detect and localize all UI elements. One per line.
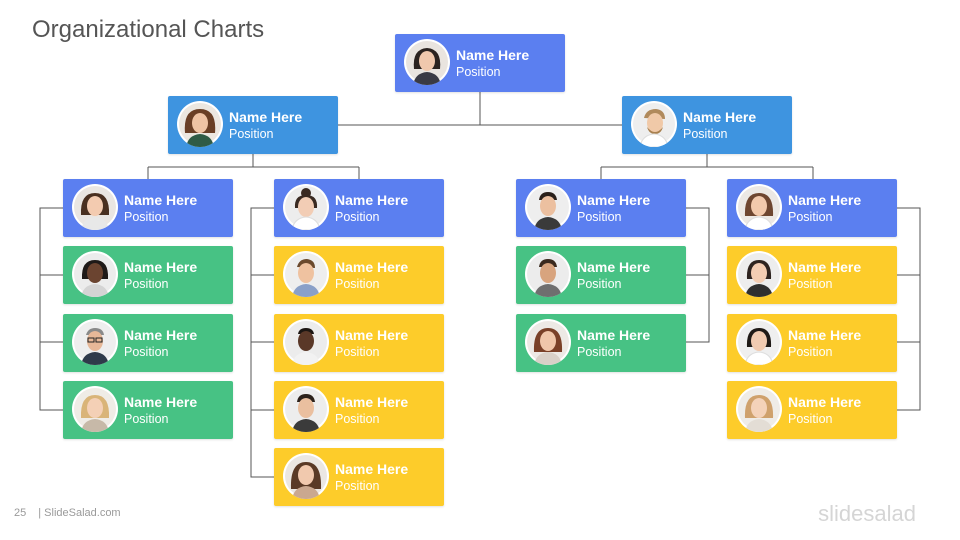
team-4-bracket bbox=[897, 207, 921, 411]
left-manager-connector bbox=[147, 153, 360, 180]
card-position: Position bbox=[683, 127, 728, 141]
card-name: Name Here bbox=[683, 109, 757, 125]
right-manager-connector bbox=[600, 153, 814, 180]
card-name: Name Here bbox=[577, 259, 651, 275]
woman-blonde-avatar bbox=[72, 386, 118, 432]
brand-logo: slidesalad bbox=[818, 501, 916, 526]
card-name: Name Here bbox=[335, 461, 409, 477]
team-2-bracket bbox=[250, 207, 274, 478]
team-1-member-card[interactable]: Name Here Position bbox=[63, 314, 233, 372]
card-name: Name Here bbox=[124, 394, 198, 410]
card-position: Position bbox=[124, 210, 169, 224]
woman-smiling-avatar bbox=[736, 184, 782, 230]
woman-bun-avatar bbox=[283, 184, 329, 230]
team-2-member-card[interactable]: Name Here Position bbox=[274, 314, 444, 372]
woman-dark-hair-avatar bbox=[404, 39, 450, 85]
manager-card-right[interactable]: Name Here Position bbox=[622, 96, 792, 154]
woman-long-hair-avatar bbox=[283, 453, 329, 499]
man-short-hair-avatar bbox=[283, 386, 329, 432]
card-name: Name Here bbox=[124, 259, 198, 275]
team-4-member-card[interactable]: Name Here Position bbox=[727, 246, 897, 304]
woman-auburn-avatar bbox=[525, 319, 571, 365]
card-name: Name Here bbox=[229, 109, 303, 125]
card-position: Position bbox=[335, 479, 380, 493]
ceo-connector bbox=[338, 91, 622, 126]
man-glasses-avatar bbox=[72, 319, 118, 365]
card-name: Name Here bbox=[577, 192, 651, 208]
card-position: Position bbox=[788, 277, 833, 291]
team-2-lead-card[interactable]: Name Here Position bbox=[274, 179, 444, 237]
team-2-member-card[interactable]: Name Here Position bbox=[274, 448, 444, 506]
man-dark-skin-avatar bbox=[283, 319, 329, 365]
card-position: Position bbox=[788, 345, 833, 359]
card-name: Name Here bbox=[577, 327, 651, 343]
card-position: Position bbox=[335, 345, 380, 359]
card-name: Name Here bbox=[124, 192, 198, 208]
team-3-member-card[interactable]: Name Here Position bbox=[516, 246, 686, 304]
card-name: Name Here bbox=[335, 327, 409, 343]
team-2-member-card[interactable]: Name Here Position bbox=[274, 381, 444, 439]
ceo-card[interactable]: Name Here Position bbox=[395, 34, 565, 92]
card-position: Position bbox=[124, 345, 169, 359]
team-2-member-card[interactable]: Name Here Position bbox=[274, 246, 444, 304]
team-3-bracket bbox=[686, 207, 710, 343]
woman-curly-hair-avatar bbox=[177, 101, 223, 147]
team-4-lead-card[interactable]: Name Here Position bbox=[727, 179, 897, 237]
card-name: Name Here bbox=[788, 327, 862, 343]
man-young-avatar bbox=[525, 184, 571, 230]
card-position: Position bbox=[335, 210, 380, 224]
card-position: Position bbox=[335, 277, 380, 291]
woman-dark-bob-avatar bbox=[736, 319, 782, 365]
card-position: Position bbox=[335, 412, 380, 426]
woman-brown-hair-avatar bbox=[72, 184, 118, 230]
team-1-lead-card[interactable]: Name Here Position bbox=[63, 179, 233, 237]
card-position: Position bbox=[124, 412, 169, 426]
team-3-member-card[interactable]: Name Here Position bbox=[516, 314, 686, 372]
man-smiling-avatar bbox=[283, 251, 329, 297]
woman-ponytail-avatar bbox=[736, 251, 782, 297]
woman-dark-skin-avatar bbox=[72, 251, 118, 297]
card-position: Position bbox=[788, 412, 833, 426]
card-position: Position bbox=[229, 127, 274, 141]
team-1-member-card[interactable]: Name Here Position bbox=[63, 381, 233, 439]
slide-title: Organizational Charts bbox=[32, 16, 265, 43]
card-name: Name Here bbox=[456, 47, 530, 63]
card-name: Name Here bbox=[124, 327, 198, 343]
page-number: 25 bbox=[14, 507, 27, 519]
manager-card-left[interactable]: Name Here Position bbox=[168, 96, 338, 154]
team-3-lead-card[interactable]: Name Here Position bbox=[516, 179, 686, 237]
card-position: Position bbox=[456, 65, 501, 79]
card-name: Name Here bbox=[788, 259, 862, 275]
team-1-bracket bbox=[39, 207, 63, 411]
card-position: Position bbox=[124, 277, 169, 291]
woman-light-hair-avatar bbox=[736, 386, 782, 432]
man-tanned-avatar bbox=[525, 251, 571, 297]
card-name: Name Here bbox=[335, 192, 409, 208]
card-position: Position bbox=[788, 210, 833, 224]
card-name: Name Here bbox=[788, 192, 862, 208]
card-position: Position bbox=[577, 277, 622, 291]
slide-footer: 25 | SlideSalad.com bbox=[14, 507, 127, 519]
card-position: Position bbox=[577, 210, 622, 224]
team-1-member-card[interactable]: Name Here Position bbox=[63, 246, 233, 304]
man-beard-avatar bbox=[631, 101, 677, 147]
card-name: Name Here bbox=[788, 394, 862, 410]
card-name: Name Here bbox=[335, 259, 409, 275]
team-4-member-card[interactable]: Name Here Position bbox=[727, 381, 897, 439]
card-name: Name Here bbox=[335, 394, 409, 410]
card-position: Position bbox=[577, 345, 622, 359]
team-4-member-card[interactable]: Name Here Position bbox=[727, 314, 897, 372]
footer-link[interactable]: | SlideSalad.com bbox=[38, 507, 121, 519]
